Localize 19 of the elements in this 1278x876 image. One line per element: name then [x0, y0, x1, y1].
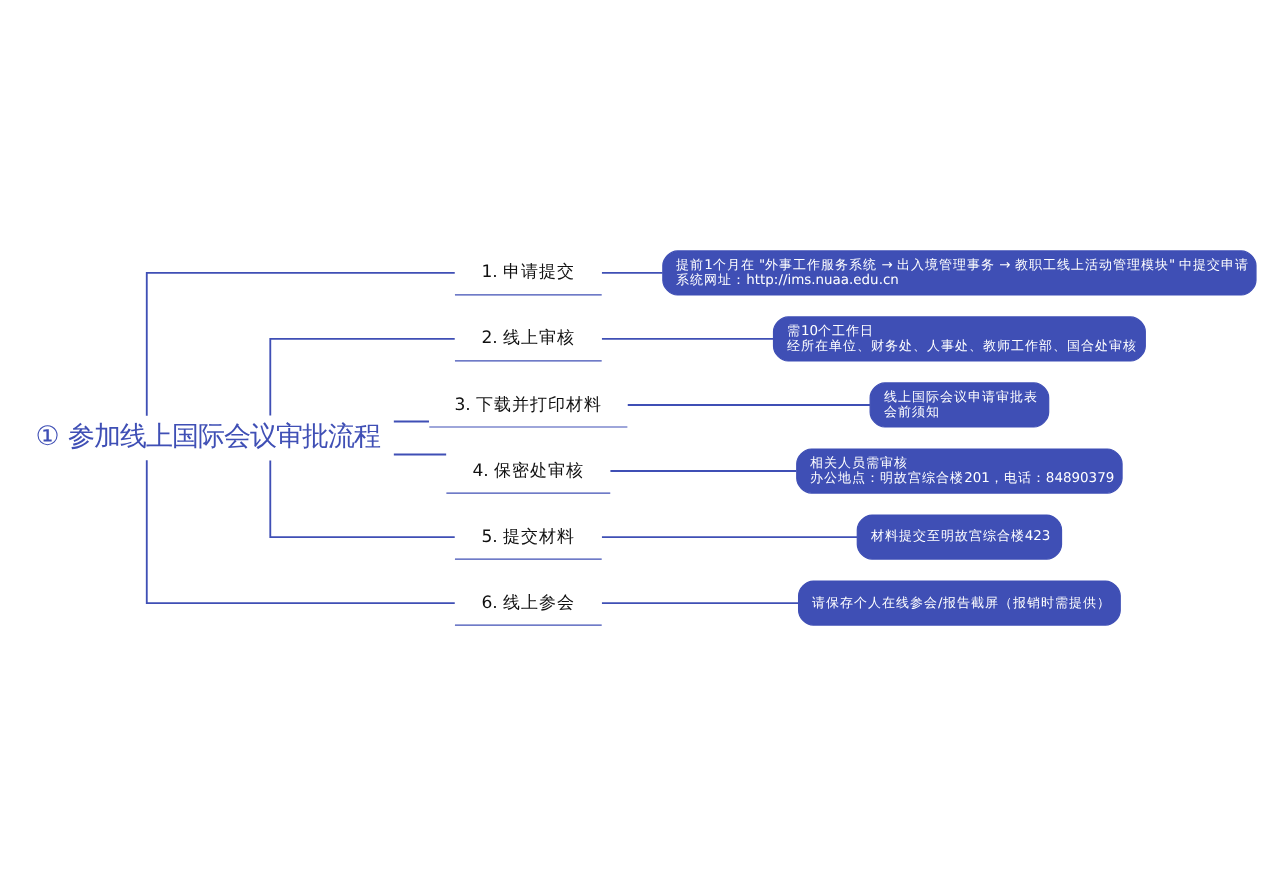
connector [601, 272, 664, 274]
node-text: 4. 保密处审核 [472, 461, 585, 482]
connector [392, 420, 430, 423]
node-text: 3. 下载并打印材料 [454, 395, 603, 416]
connector [145, 272, 456, 417]
connector [392, 453, 448, 456]
connector [601, 602, 800, 604]
connector [626, 404, 871, 406]
node-text: ① 参加线上国际会议审批流程 [35, 422, 381, 453]
connector [601, 338, 775, 340]
node-text: 5. 提交材料 [481, 527, 576, 548]
connector [609, 470, 798, 472]
connector [145, 459, 456, 604]
node-text: 2. 线上审核 [481, 329, 576, 350]
node-text: 6. 线上参会 [481, 593, 576, 614]
node-text: 1. 申请提交 [481, 263, 576, 284]
connector [601, 536, 858, 538]
connector [269, 459, 456, 538]
connector [269, 338, 456, 417]
